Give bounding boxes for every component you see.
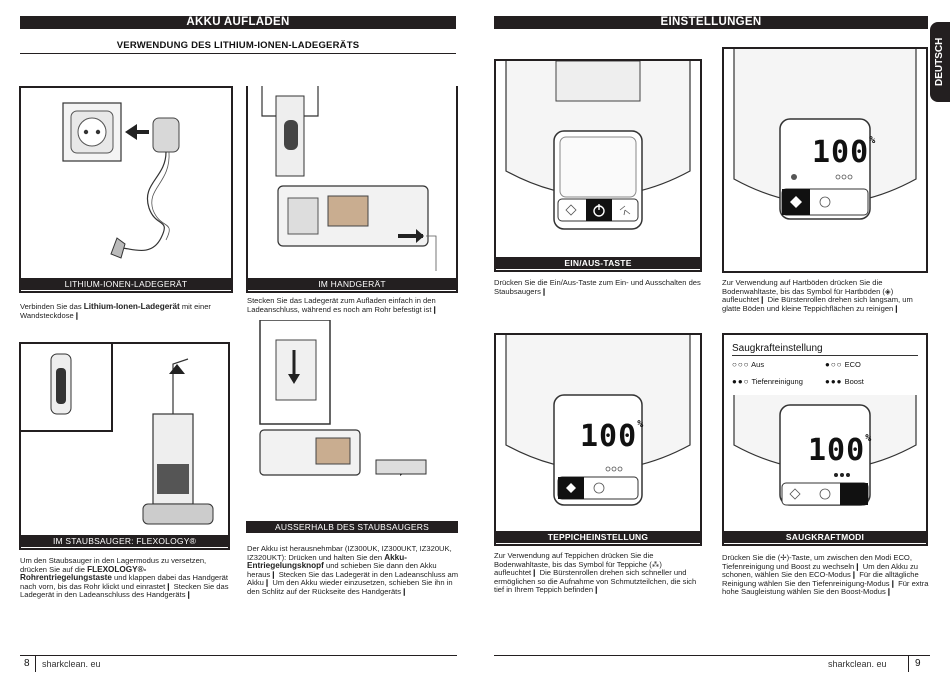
page-number-divider-right [908,656,909,672]
carpet-text: Zur Verwendung auf Teppichen drücken Sie… [494,551,697,595]
carpet-display: 100% [580,419,645,454]
hardfloor-text: Zur Verwendung auf Hartböden drücken Sie… [722,278,913,313]
suction-text: Drücken Sie die (✢)-Taste, um zwischen d… [722,553,929,597]
vacuum-illustration: IM STAUBSAUGER: FLEXOLOGY® [19,342,230,550]
suction-illustration: Saugkrafteinstellung ○○○ Aus ●○○ ECO ●●○… [722,333,928,546]
left-footer-url: sharkclean. eu [42,659,101,669]
legend-item-boost: ●●● Boost [825,377,864,386]
left-page-subheader: VERWENDUNG DES LITHIUM-IONEN-LADEGERÄTS [116,40,360,51]
subheader-rule [20,53,456,54]
page-number-divider [35,656,36,672]
detail-inset [21,344,113,432]
outside-caption: AUSSERHALB DES STAUBSAUGERS [246,521,458,533]
right-page-header: EINSTELLUNGEN [494,16,928,29]
handheld-caption: IM HANDGERÄT [248,278,456,290]
suction-legend-title: Saugkrafteinstellung [732,343,918,356]
page-number-8: 8 [24,658,30,669]
handheld-illustration: IM HANDGERÄT [246,86,458,293]
right-footer-url: sharkclean. eu [828,659,887,669]
power-caption: EIN/AUS-TASTE [496,257,700,269]
legend-item-aus: ○○○ Aus [732,360,765,369]
legend-item-tiefenreinigung: ●●○ Tiefenreinigung [732,377,803,386]
control-panel-power [505,61,691,230]
outside-text: Der Akku ist herausnehmbar (IZ300UK, IZ3… [247,544,459,596]
left-footer-rule [20,655,457,656]
power-button-illustration: EIN/AUS-TASTE [494,59,702,272]
control-panel-carpet [505,335,691,506]
suction-display: 100% [808,433,873,468]
legend-item-eco: ●○○ ECO [825,360,861,369]
suction-caption: SAUGKRAFTMODI [724,531,926,543]
language-tab: DEUTSCH [930,22,950,102]
hardfloor-display: 100% [812,135,877,170]
vacuum-text: Um den Staubsauger in den Lagermodus zu … [20,556,229,600]
right-footer-rule [494,655,930,656]
carpet-illustration: 100% TEPPICHEINSTELLUNG [494,333,702,546]
carpet-caption: TEPPICHEINSTELLUNG [496,531,700,543]
outside-illustration: AUSSERHALB DES STAUBSAUGERS [246,320,458,540]
upright-vacuum-drawing [142,358,214,525]
charger-illustration: LITHIUM-IONEN-LADEGERÄT [19,86,233,293]
control-panel-suction [733,395,917,506]
handheld-charging-drawing [261,86,437,271]
power-text: Drücken Sie die Ein/Aus-Taste zum Ein- u… [494,278,701,296]
hardfloor-illustration: 100% [722,47,928,273]
control-panel-hardfloor [733,49,917,220]
handheld-text: Stecken Sie das Ladegerät zum Aufladen e… [247,296,438,314]
suction-legend: Saugkrafteinstellung ○○○ Aus ●○○ ECO ●●○… [732,343,918,386]
left-page-header: AKKU AUFLADEN [20,16,456,29]
charger-caption: LITHIUM-IONEN-LADEGERÄT [21,278,231,290]
page-number-9: 9 [915,658,921,669]
charger-text: Verbinden Sie das Lithium-Ionen-Ladegerä… [20,302,211,320]
battery-removal-drawing [259,320,427,476]
vacuum-caption: IM STAUBSAUGER: FLEXOLOGY® [21,535,228,547]
wall-socket-charger-drawing [62,102,180,259]
